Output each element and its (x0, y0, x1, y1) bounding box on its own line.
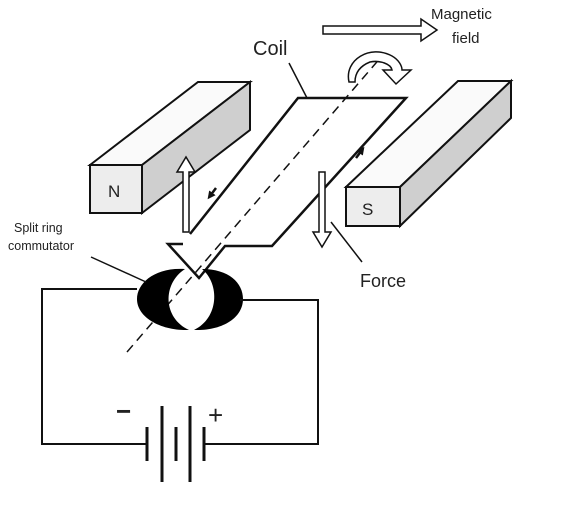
rotation-direction-arrow (347, 51, 413, 86)
battery (145, 406, 206, 482)
coil-current-arrow-left (207, 187, 217, 200)
magnetic-field-label-line2: field (452, 30, 480, 47)
south-magnet: S (343, 78, 514, 229)
plus-sign: + (208, 400, 223, 430)
force-arrow-up (175, 155, 197, 233)
circuit-wire-right (204, 299, 319, 445)
coil-current-arrow-right (355, 146, 365, 159)
commutator-label: Split ring commutator (8, 221, 74, 253)
commutator-label-line2: commutator (8, 239, 74, 253)
force-label: Force (360, 271, 406, 291)
rotation-axis (126, 55, 383, 353)
force-leader-line (330, 221, 363, 263)
coil-label: Coil (253, 38, 287, 60)
split-ring-commutator (137, 268, 243, 331)
south-magnet-front (345, 186, 401, 227)
minus-sign: − (116, 396, 131, 426)
magnetic-field-label: Magnetic field (431, 6, 496, 47)
north-pole-label: N (108, 182, 120, 201)
force-arrow-down (311, 171, 333, 249)
magnetic-field-arrow (322, 17, 439, 43)
commutator-half-right (194, 269, 243, 331)
north-magnet-front (89, 164, 143, 214)
south-pole-label: S (362, 200, 373, 219)
commutator-label-line1: Split ring (14, 221, 63, 235)
magnetic-field-label-line1: Magnetic (431, 6, 492, 23)
commutator-half-left (137, 268, 189, 331)
circuit-wire-left (41, 288, 147, 445)
coil-leader-line (288, 62, 308, 99)
coil (165, 96, 409, 280)
north-magnet: N (87, 79, 253, 216)
coil-wire (165, 96, 409, 280)
commutator-leader-line (90, 256, 147, 283)
